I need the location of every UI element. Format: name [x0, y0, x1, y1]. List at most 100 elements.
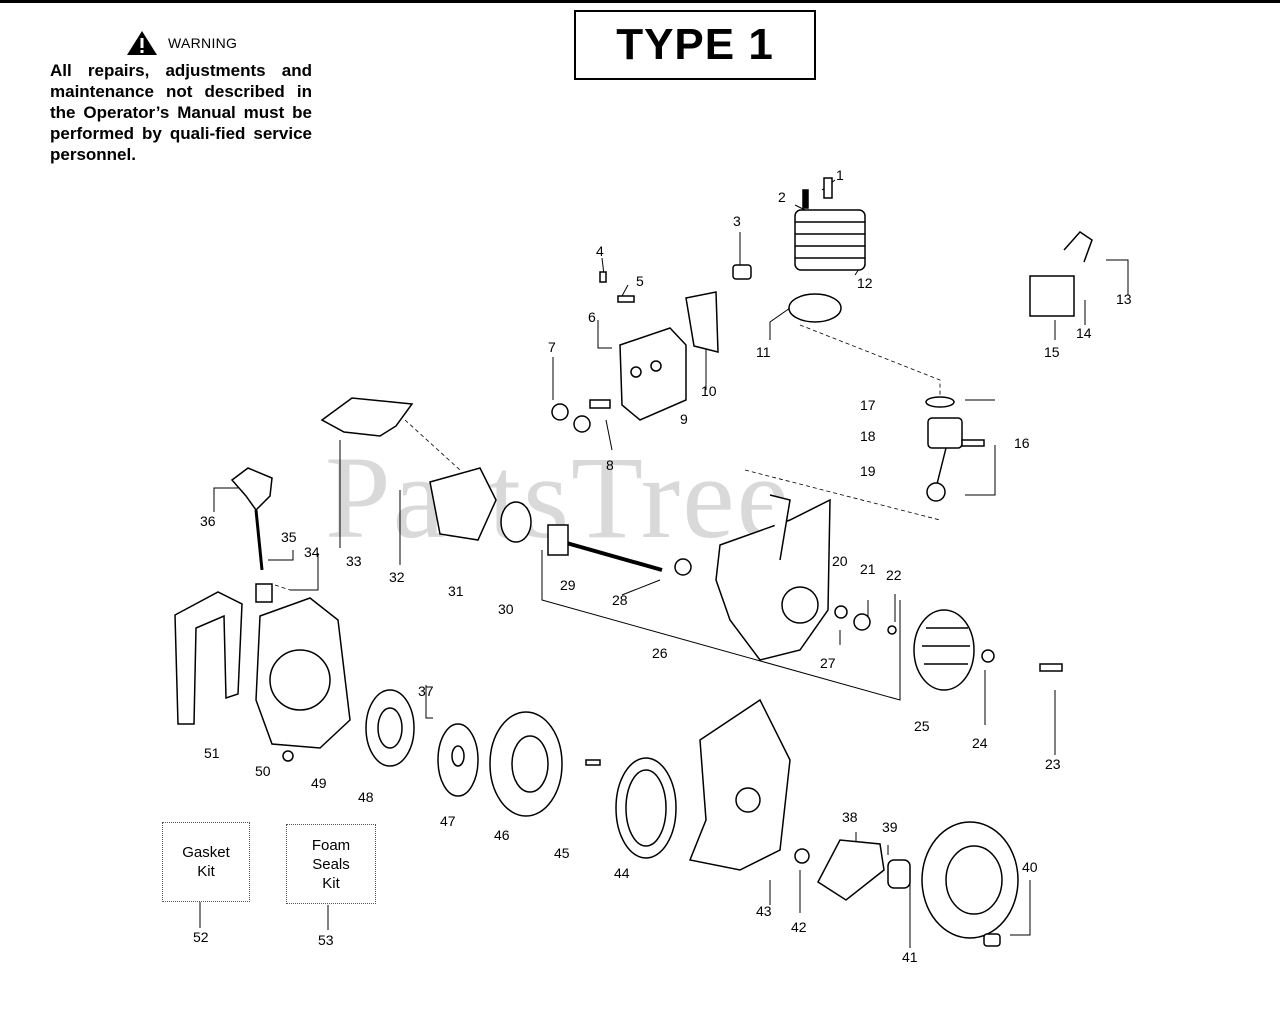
knob-part — [983, 933, 1001, 947]
callout-27: 27 — [820, 655, 836, 671]
sleeve-part — [732, 264, 752, 280]
flywheel-part — [913, 609, 975, 691]
leader-lines — [199, 179, 1129, 948]
pulley-part — [365, 689, 415, 767]
crankshaft-part — [547, 524, 663, 572]
intake-bracket-part — [429, 467, 497, 541]
callout-9: 9 — [680, 411, 688, 427]
fitting-part — [255, 583, 273, 603]
spacer-part — [887, 859, 911, 889]
muffler-part — [619, 327, 687, 421]
warning-notice: WARNING All repairs, adjustments and mai… — [50, 30, 312, 165]
type-box: TYPE 1 — [574, 10, 816, 80]
gasket-kit-line1: Gasket — [182, 844, 230, 861]
part-shapes — [174, 177, 1093, 947]
retainer-ring-part — [615, 757, 677, 859]
callout-50: 50 — [255, 763, 271, 779]
callout-3: 3 — [733, 213, 741, 229]
muffler-plugs-part — [551, 399, 611, 433]
bracket-part-38 — [817, 839, 885, 901]
callout-6: 6 — [588, 309, 596, 325]
callout-42: 42 — [791, 919, 807, 935]
callout-25: 25 — [914, 718, 930, 734]
callout-23: 23 — [1045, 756, 1061, 772]
callout-31: 31 — [448, 583, 464, 599]
callout-20: 20 — [832, 553, 848, 569]
fan-housing-part — [255, 597, 351, 749]
ignition-coil-part — [1029, 231, 1093, 317]
callout-40: 40 — [1022, 859, 1038, 875]
callout-11: 11 — [756, 344, 771, 360]
cylinder-gasket-part — [788, 293, 842, 323]
washer-part — [437, 723, 479, 797]
bearing-part-20 — [834, 605, 848, 619]
callout-5: 5 — [636, 273, 644, 289]
assembly-dashed-lines — [274, 324, 941, 591]
warning-title: WARNING — [168, 35, 238, 51]
crankcase-part — [715, 494, 831, 661]
callout-34: 34 — [304, 544, 320, 560]
foam-kit-line2: Seals — [312, 855, 350, 873]
bolt-part — [802, 189, 809, 209]
callout-18: 18 — [860, 428, 876, 444]
callout-21: 21 — [860, 561, 876, 577]
callout-30: 30 — [498, 601, 514, 617]
o-ring-part — [500, 501, 532, 543]
callout-47: 47 — [440, 813, 456, 829]
blower-cover-part — [921, 821, 1019, 939]
callout-15: 15 — [1044, 344, 1060, 360]
callout-labels: 1 2 3 4 5 6 7 8 9 10 11 12 13 14 15 16 1… — [200, 167, 1132, 965]
gasket-kit-line2: Kit — [197, 863, 215, 880]
washer-part-42 — [794, 848, 810, 864]
callout-51: 51 — [204, 745, 220, 761]
tool-part — [230, 467, 273, 571]
callout-1: 1 — [836, 167, 844, 183]
callout-7: 7 — [548, 339, 556, 355]
handle-part — [174, 591, 243, 725]
callout-19: 19 — [860, 463, 876, 479]
callout-41: 41 — [902, 949, 918, 965]
callout-45: 45 — [554, 845, 570, 861]
callout-36: 36 — [200, 513, 216, 529]
callout-22: 22 — [886, 567, 902, 583]
frame-part — [320, 397, 414, 437]
callout-12: 12 — [857, 275, 873, 291]
warning-triangle-icon — [127, 31, 157, 55]
seal-part — [674, 558, 692, 576]
gasket-kit-number: 52 — [193, 929, 209, 945]
callout-8: 8 — [606, 457, 614, 473]
callout-24: 24 — [972, 735, 988, 751]
top-border — [0, 0, 1280, 3]
key-part-22 — [887, 625, 897, 635]
spark-plug-part — [823, 177, 833, 199]
callout-43: 43 — [756, 903, 772, 919]
foam-kit-number: 53 — [318, 932, 334, 948]
clip-part — [617, 295, 635, 303]
seal-part-21 — [853, 613, 871, 631]
screw-part-45 — [585, 759, 601, 766]
callout-32: 32 — [389, 569, 405, 585]
piston-assembly-part — [925, 396, 985, 502]
starter-housing-part — [489, 711, 563, 817]
callout-2: 2 — [778, 189, 786, 205]
foam-seals-kit-box: Foam Seals Kit — [286, 824, 376, 904]
callout-10: 10 — [701, 383, 717, 399]
foam-kit-line3: Kit — [322, 874, 340, 892]
heat-shield-part — [685, 291, 719, 353]
callout-35: 35 — [281, 529, 297, 545]
warning-text: All repairs, adjustments and maintenance… — [50, 61, 312, 164]
type-label: TYPE 1 — [616, 20, 774, 69]
callout-48: 48 — [358, 789, 374, 805]
foam-kit-line1: Foam — [311, 836, 351, 854]
callout-39: 39 — [882, 819, 898, 835]
callout-4: 4 — [596, 243, 604, 259]
callout-38: 38 — [842, 809, 858, 825]
impeller-part — [688, 698, 791, 871]
callout-44: 44 — [614, 865, 630, 881]
callout-13: 13 — [1116, 291, 1132, 307]
callout-17: 17 — [860, 397, 876, 413]
cylinder-part — [794, 209, 866, 271]
pin-part — [1039, 663, 1063, 672]
callout-29: 29 — [560, 577, 576, 593]
screw-part — [599, 271, 607, 283]
